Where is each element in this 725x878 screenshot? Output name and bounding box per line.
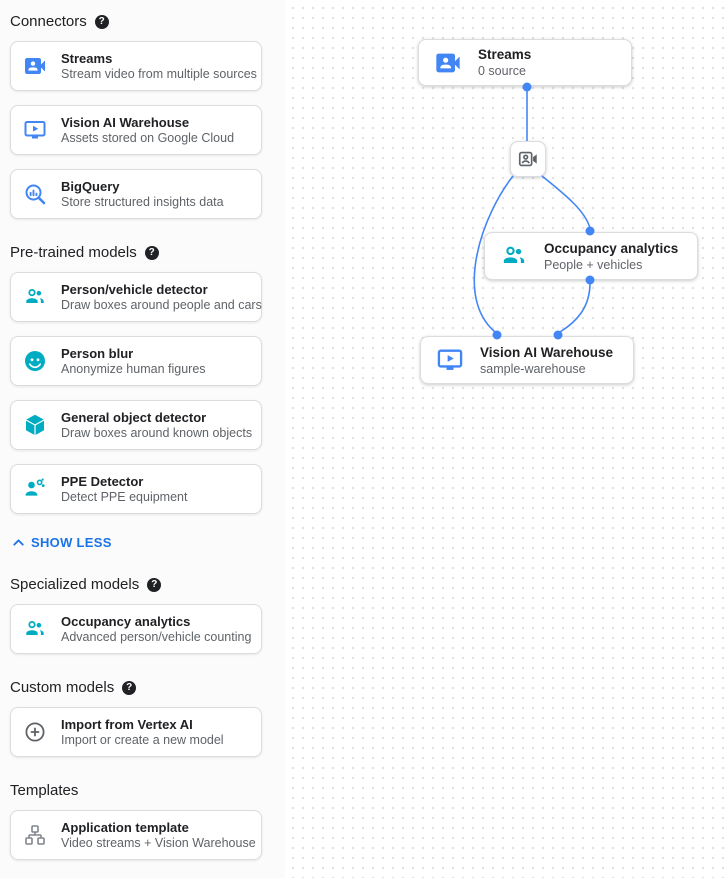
card-subtitle: Store structured insights data <box>61 195 224 209</box>
node-title: Vision AI Warehouse <box>480 344 614 360</box>
show-less-label: SHOW LESS <box>31 535 112 550</box>
card-title: PPE Detector <box>61 474 144 489</box>
card-title: Vision AI Warehouse <box>61 115 190 130</box>
card-subtitle: Detect PPE equipment <box>61 490 188 504</box>
help-icon[interactable]: ? <box>94 14 109 29</box>
person-vehicle-icon <box>23 285 47 309</box>
card-title: General object detector <box>61 410 207 425</box>
node-text: Vision AI Warehouse sample-warehouse <box>480 344 613 377</box>
node-subtitle: 0 source <box>478 64 526 78</box>
section-title: Connectors <box>10 13 87 30</box>
card-title: Application template <box>61 820 189 835</box>
ppe-detector-icon <box>23 477 47 501</box>
section-header: Templates <box>10 782 285 799</box>
import-vertex-icon <box>23 720 47 744</box>
occupancy-icon <box>23 617 47 641</box>
section-header: Custom models? <box>10 679 285 696</box>
card-subtitle: Advanced person/vehicle counting <box>61 630 252 644</box>
node-text: Streams 0 source <box>478 46 531 79</box>
vision-warehouse-icon <box>23 118 47 142</box>
occupancy-icon <box>500 242 528 270</box>
card-title: Streams <box>61 51 113 66</box>
application-template-icon <box>23 823 47 847</box>
card-subtitle: Anonymize human figures <box>61 362 206 376</box>
chevron-up-icon <box>10 534 27 551</box>
card-title: Occupancy analytics <box>61 614 191 629</box>
help-icon[interactable]: ? <box>122 680 137 695</box>
section-title: Pre-trained models <box>10 244 137 261</box>
section-pre-trained-models: Pre-trained models? Person/vehicle detect… <box>0 244 285 551</box>
edge-camera-to-occupancy <box>541 175 591 229</box>
streams-icon <box>23 54 47 78</box>
section-title: Specialized models <box>10 576 140 593</box>
bigquery-icon <box>23 182 47 206</box>
show-less-link[interactable]: SHOW LESS <box>10 534 285 551</box>
node-vision-ai-warehouse[interactable]: Vision AI Warehouse sample-warehouse <box>420 336 634 384</box>
card-title: Person/vehicle detector <box>61 282 208 297</box>
node-streams[interactable]: Streams 0 source <box>418 39 632 86</box>
graph-edges <box>473 82 595 340</box>
help-icon[interactable]: ? <box>147 577 162 592</box>
card-subtitle: Stream video from multiple sources <box>61 67 257 81</box>
section-title: Custom models <box>10 679 115 696</box>
section-header: Connectors? <box>10 13 285 30</box>
card-subtitle: Draw boxes around known objects <box>61 426 253 440</box>
streams-icon <box>434 49 462 77</box>
card-subtitle: Assets stored on Google Cloud <box>61 131 235 145</box>
edge-occupancy-to-warehouse <box>559 282 591 333</box>
help-icon[interactable]: ? <box>144 245 159 260</box>
node-camera-mini[interactable] <box>510 141 546 177</box>
person-blur-icon <box>23 349 47 373</box>
node-occupancy-analytics[interactable]: Occupancy analytics People + vehicles <box>484 232 698 280</box>
card-title: Import from Vertex AI <box>61 717 193 732</box>
app-graph-canvas[interactable]: Streams 0 source Occupancy analytics Peo… <box>285 0 725 878</box>
section-header: Specialized models? <box>10 576 285 593</box>
node-subtitle: sample-warehouse <box>480 361 586 376</box>
card-title: BigQuery <box>61 179 120 194</box>
object-detector-icon <box>23 413 47 437</box>
node-text: Occupancy analytics People + vehicles <box>544 240 678 273</box>
video-camera-icon <box>517 148 539 170</box>
card-subtitle: Draw boxes around people and cars <box>61 298 262 312</box>
vision-warehouse-icon <box>436 346 464 374</box>
node-subtitle: People + vehicles <box>544 257 643 272</box>
node-title: Streams <box>478 47 532 62</box>
card-subtitle: Import or create a new model <box>61 733 224 747</box>
section-header: Pre-trained models? <box>10 244 285 261</box>
card-title: Person blur <box>61 346 134 361</box>
section-title: Templates <box>10 782 79 799</box>
node-title: Occupancy analytics <box>544 240 679 256</box>
card-subtitle: Video streams + Vision Warehouse <box>61 836 256 850</box>
